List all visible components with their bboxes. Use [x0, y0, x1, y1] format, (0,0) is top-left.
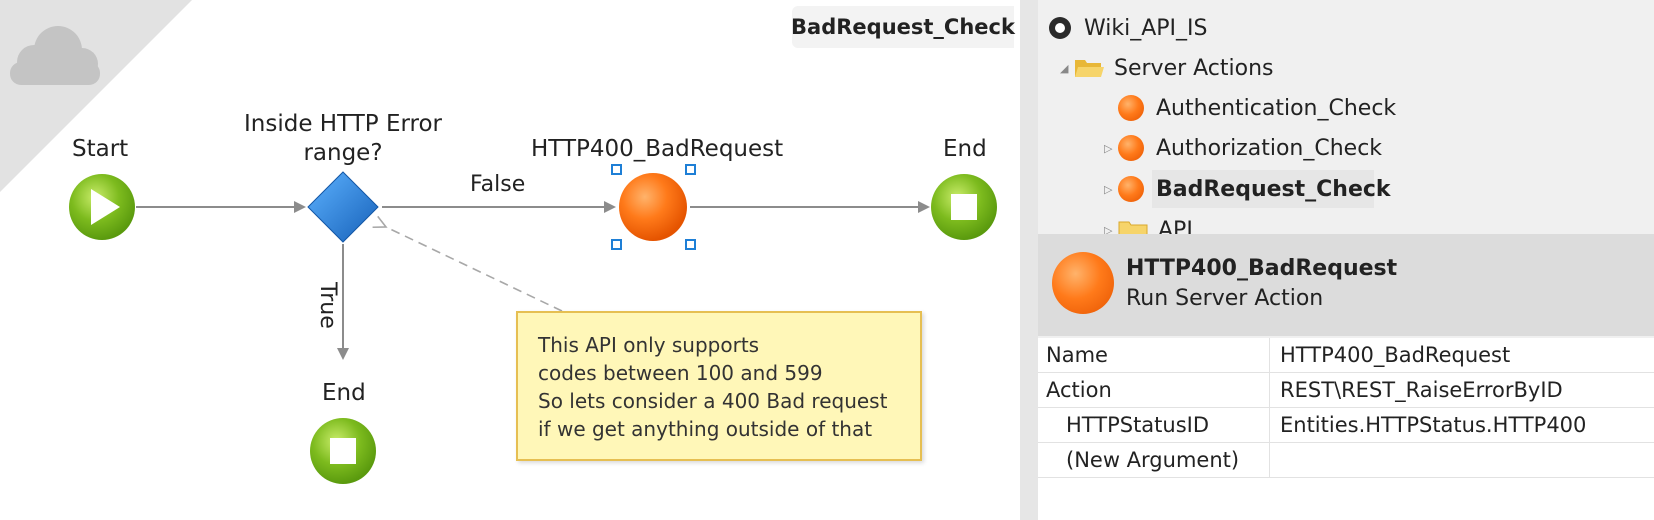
properties-header: [1038, 234, 1654, 336]
property-row[interactable]: Action REST\REST_RaiseErrorByID: [1038, 373, 1654, 408]
run-server-action-node[interactable]: [611, 164, 696, 250]
true-label: True: [315, 282, 340, 329]
comment-line: This API only supports: [538, 333, 760, 357]
if-label-line1: Inside HTTP Error: [243, 111, 443, 137]
properties-subtitle: Run Server Action: [1126, 286, 1324, 311]
flow-diagram: [0, 0, 997, 484]
tree-selection-highlight: [1152, 170, 1374, 208]
tree-root-label: Wiki_API_IS: [1084, 15, 1208, 41]
flow-canvas[interactable]: Start Inside HTTP Error range? HTTP400_B…: [0, 0, 1020, 520]
stop-icon: [951, 194, 977, 220]
tree-item-authorization[interactable]: ▷ Authorization_Check: [1104, 130, 1382, 166]
module-tab[interactable]: BadRequest_Check: [791, 6, 1015, 48]
property-value[interactable]: REST\REST_RaiseErrorByID: [1280, 378, 1563, 402]
folder-open-icon: [1075, 60, 1104, 77]
end-bottom-label: End: [322, 380, 366, 406]
properties-table: Name HTTP400_BadRequest Action REST\REST…: [1038, 338, 1654, 478]
property-value[interactable]: Entities.HTTPStatus.HTTP400: [1280, 413, 1587, 437]
comment-note[interactable]: This API only supports codes between 100…: [516, 311, 922, 461]
selection-handles[interactable]: [611, 164, 696, 250]
canvas-corner: [0, 0, 192, 192]
tree-item-authentication[interactable]: ▷ Authentication_Check: [1104, 90, 1396, 126]
end-node-right[interactable]: [931, 174, 997, 240]
property-name: Action: [1038, 373, 1270, 407]
property-row[interactable]: Name HTTP400_BadRequest: [1038, 338, 1654, 373]
tree-item-label: BadRequest_Check: [1156, 176, 1391, 202]
property-name: HTTPStatusID: [1038, 408, 1270, 442]
start-label: Start: [72, 136, 129, 162]
if-label: Inside HTTP Error range?: [238, 110, 448, 168]
property-name: (New Argument): [1038, 443, 1270, 477]
action-label: HTTP400_BadRequest: [531, 136, 784, 162]
properties-empty-area: [1038, 478, 1654, 520]
expand-triangle-icon[interactable]: ▷: [1104, 182, 1113, 196]
properties-title: HTTP400_BadRequest: [1126, 256, 1398, 281]
cloud-icon: [10, 26, 100, 85]
tree-item-badrequest[interactable]: ▷ BadRequest_Check: [1104, 171, 1391, 207]
comment-line: So lets consider a 400 Bad request: [538, 389, 888, 413]
property-value[interactable]: [1270, 443, 1654, 477]
tree-item-label: Authentication_Check: [1156, 95, 1397, 121]
comment-line: if we get anything outside of that: [538, 417, 873, 441]
server-action-icon: [1118, 95, 1144, 121]
comment-line: codes between 100 and 599: [538, 361, 823, 385]
if-node[interactable]: [307, 171, 379, 243]
tree-folder-label: Server Actions: [1114, 55, 1274, 81]
panel-splitter[interactable]: [1020, 0, 1038, 520]
tree-item-label: Authorization_Check: [1156, 135, 1383, 161]
tree-folder-api-clip: ▷ API: [1104, 212, 1404, 234]
property-value[interactable]: HTTP400_BadRequest: [1280, 343, 1511, 367]
if-label-line2: range?: [303, 140, 383, 166]
expand-triangle-icon[interactable]: ▷: [1104, 141, 1113, 155]
server-action-large-icon: [1052, 252, 1114, 314]
property-row[interactable]: HTTPStatusID Entities.HTTPStatus.HTTP400: [1038, 408, 1654, 443]
tree-folder-api[interactable]: ▷ API: [1104, 212, 1193, 234]
property-row[interactable]: (New Argument): [1038, 443, 1654, 478]
false-label: False: [470, 172, 526, 197]
module-icon: [1049, 17, 1071, 39]
server-action-icon: [1118, 135, 1144, 161]
tree-folder-label: API: [1158, 217, 1193, 235]
start-node[interactable]: [69, 174, 135, 240]
tree-folder-server-actions[interactable]: ◢ Server Actions: [1060, 50, 1274, 86]
collapse-triangle-icon[interactable]: ◢: [1060, 61, 1069, 75]
tree-root[interactable]: Wiki_API_IS: [1048, 10, 1208, 46]
expand-triangle-icon[interactable]: ▷: [1104, 223, 1113, 235]
end-right-label: End: [943, 136, 987, 162]
stop-icon: [330, 438, 356, 464]
property-name: Name: [1038, 338, 1270, 372]
diamond-icon: [307, 171, 379, 243]
folder-icon: [1118, 221, 1148, 234]
play-icon: [91, 189, 120, 225]
server-action-icon: [1118, 176, 1144, 202]
comment-connector: [372, 215, 563, 312]
end-node-bottom[interactable]: [310, 418, 376, 484]
